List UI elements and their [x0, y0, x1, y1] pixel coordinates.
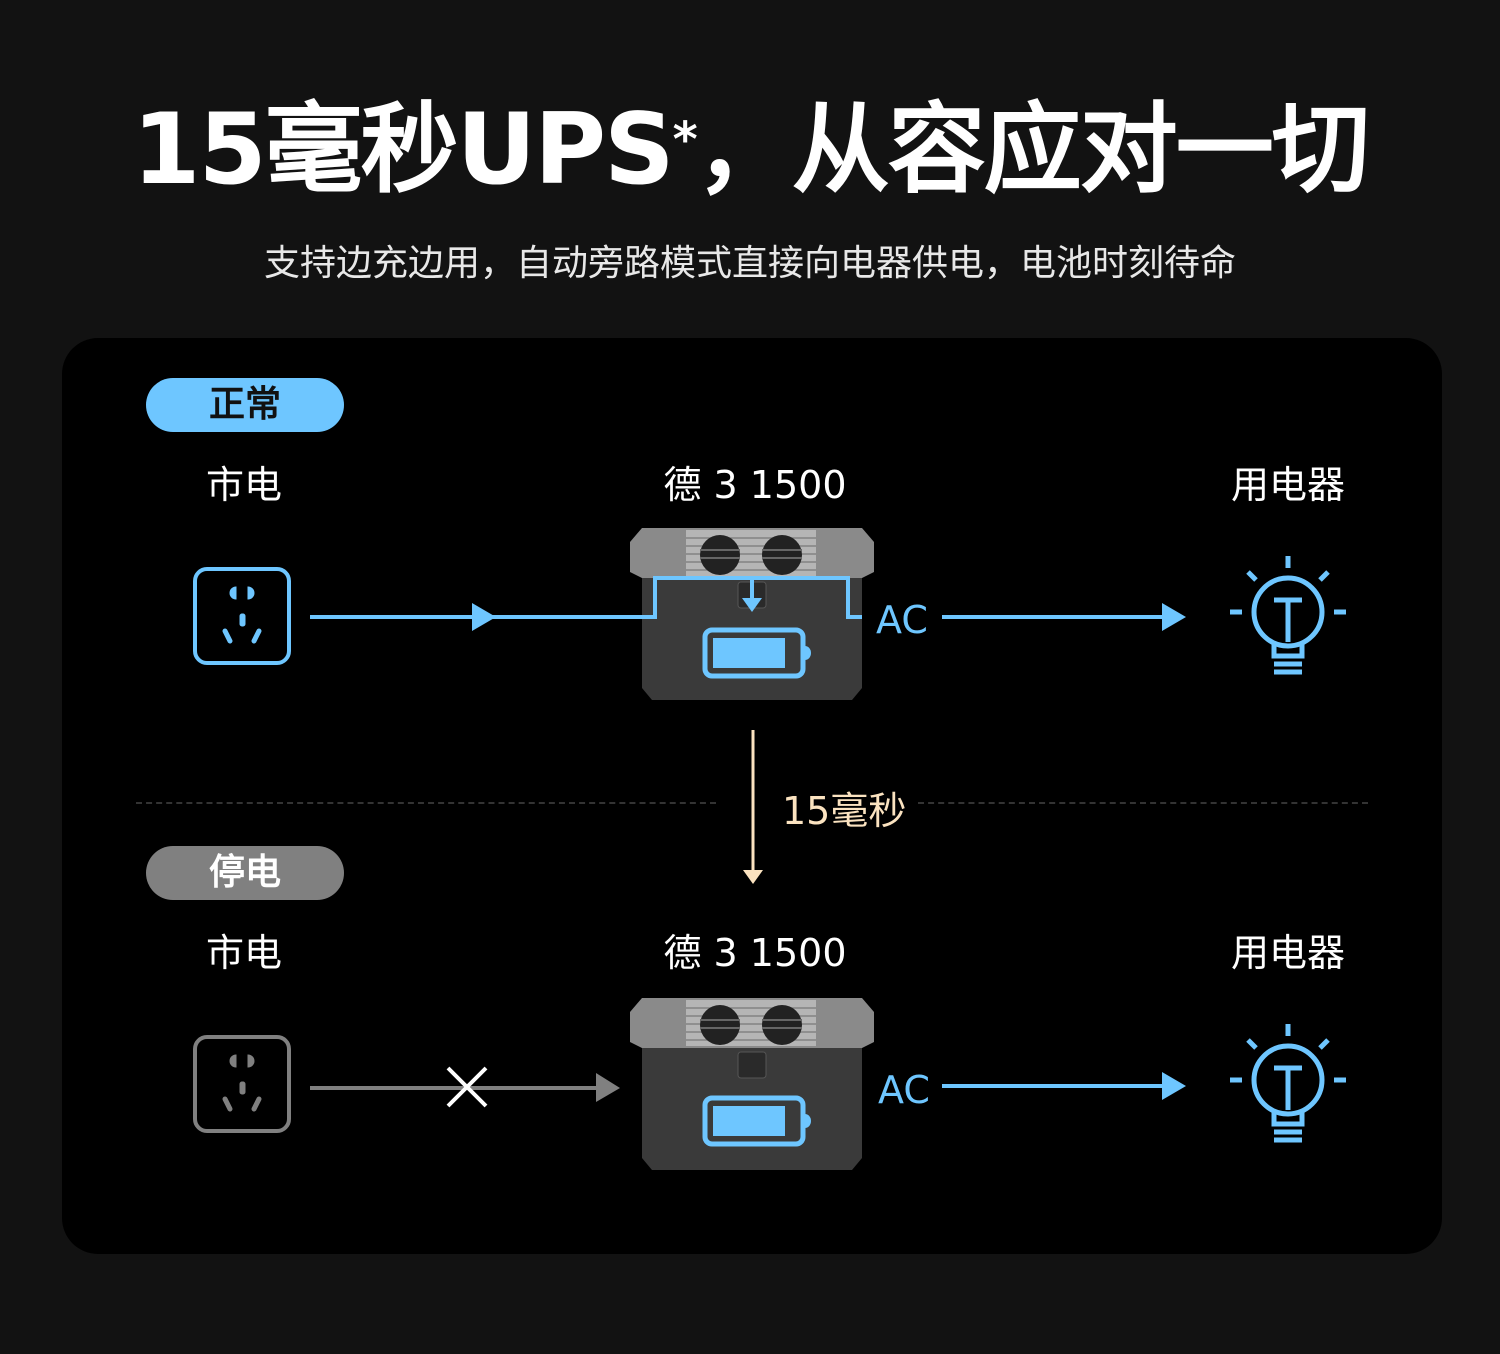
cut-x-icon — [446, 1066, 488, 1108]
title-footnote-mark: * — [672, 112, 698, 168]
normal-ac-label: AC — [876, 598, 928, 642]
normal-output-arrow — [1162, 603, 1186, 631]
divider-left — [136, 802, 716, 804]
outage-device-label: 德 3 1500 — [663, 931, 847, 975]
charge-arrow — [742, 598, 762, 612]
normal-device-label: 德 3 1500 — [663, 463, 847, 507]
title-main: 15毫秒UPS — [132, 93, 674, 207]
page-title: 15毫秒UPS*，从容应对一切 — [0, 90, 1500, 210]
outage-socket-icon — [195, 1037, 289, 1131]
outage-bulb-icon — [1230, 1024, 1346, 1140]
normal-badge: 正常 — [146, 378, 344, 432]
normal-load-label: 用电器 — [1230, 463, 1345, 507]
divider-right — [918, 802, 1368, 804]
title-rest: ，从容应对一切 — [695, 93, 1370, 207]
outage-output-arrow — [1162, 1072, 1186, 1100]
outage-load-label: 用电器 — [1230, 931, 1345, 975]
outage-input-arrow — [596, 1073, 620, 1102]
outage-badge: 停电 — [146, 846, 344, 900]
transition-label: 15毫秒 — [782, 789, 907, 833]
outage-ac-label: AC — [878, 1068, 930, 1112]
transition-arrow — [743, 870, 763, 884]
normal-source-label: 市电 — [205, 463, 282, 507]
subtitle: 支持边充边用，自动旁路模式直接向电器供电，电池时刻待命 — [263, 243, 1236, 284]
normal-bulb-icon — [1230, 556, 1346, 672]
outage-source-label: 市电 — [205, 931, 282, 975]
normal-socket-icon — [195, 569, 289, 663]
normal-input-arrow — [472, 603, 496, 631]
